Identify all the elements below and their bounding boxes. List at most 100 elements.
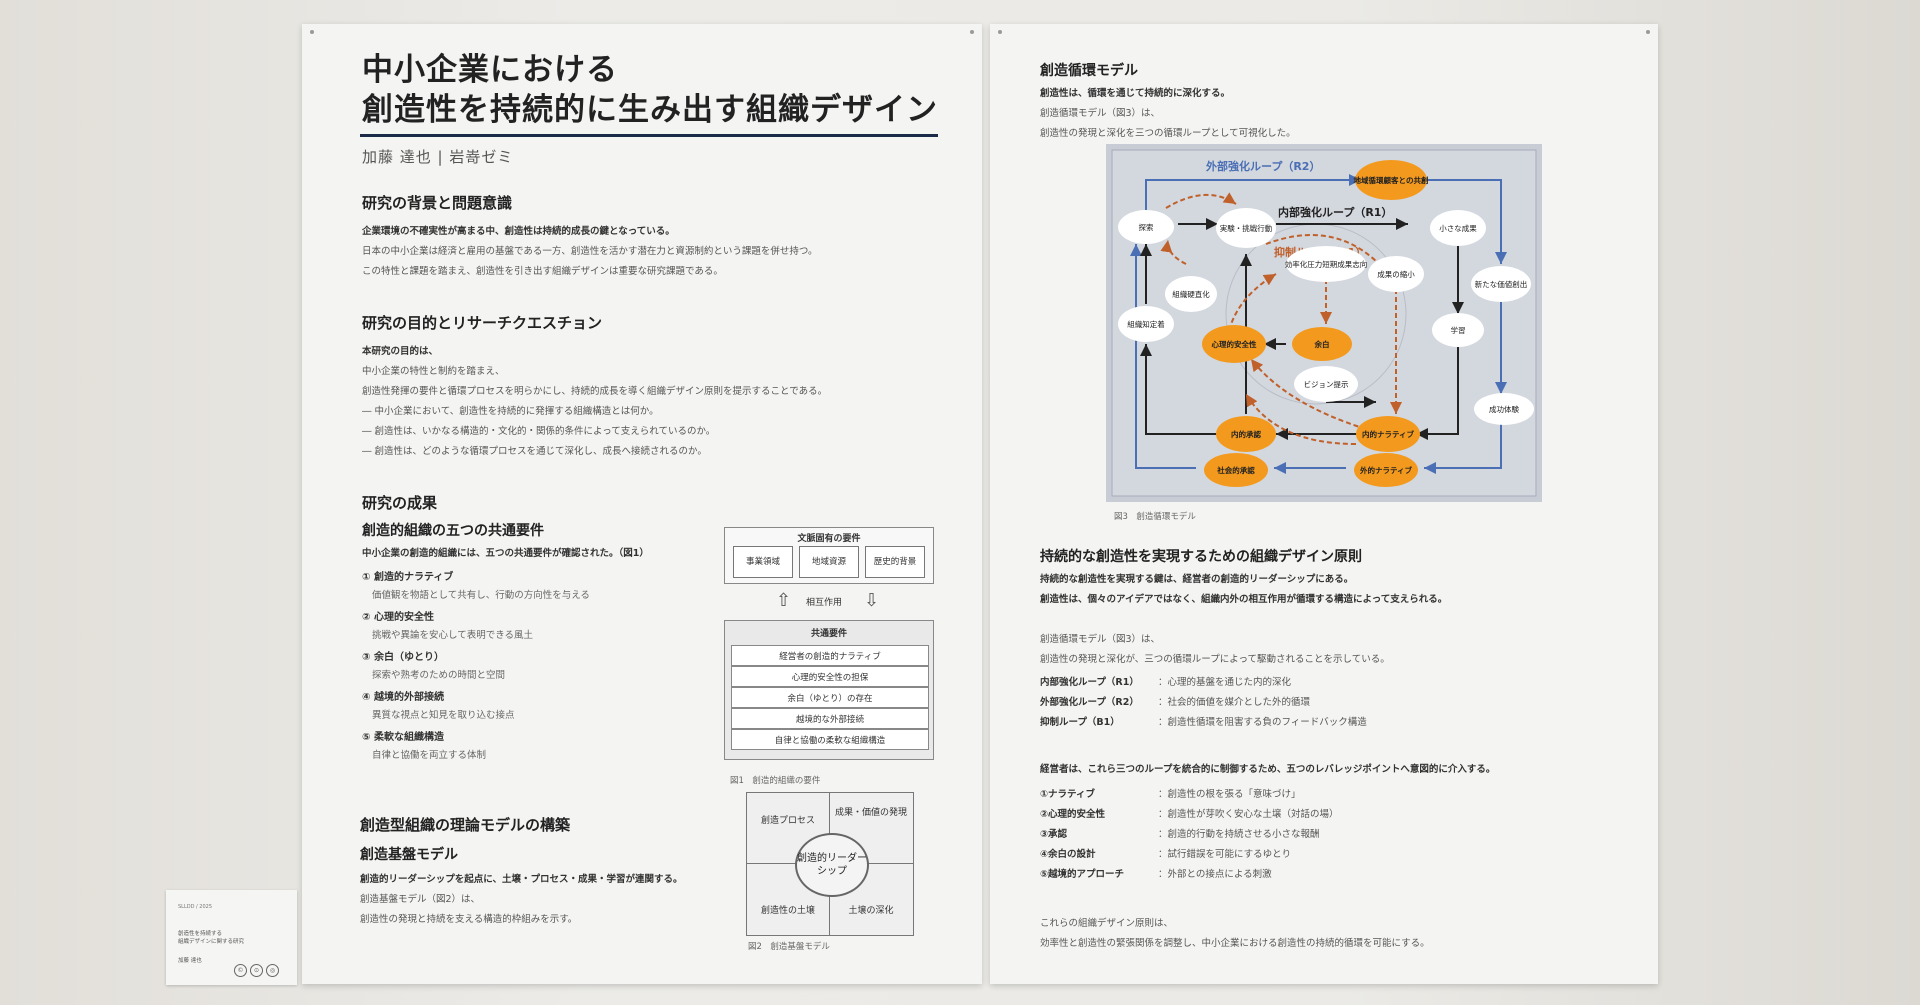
node-explore: 探索 — [1118, 210, 1174, 244]
common-requirement-row: 経営者の創造的ナラティブ — [731, 645, 929, 666]
figure-1-caption: 図1 創造的組織の要件 — [730, 776, 821, 786]
lever-row: ⑤越境的アプローチ：外部との接点による刺激 — [1040, 866, 1272, 880]
requirement-head: ④ 越境的外部接続 — [362, 692, 444, 703]
loop-key: 内部強化ループ（R1） — [1040, 677, 1139, 688]
loop-key: 外部強化ループ（R2） — [1040, 697, 1139, 708]
principles-heading: 持続的な創造性を実現するための組織デザイン原則 — [1040, 549, 1362, 565]
node-external-narrative: 外的ナラティブ — [1354, 453, 1418, 487]
quadrant-deepening: 土壌の深化 — [848, 906, 894, 916]
pin — [1646, 30, 1650, 34]
author-line: 加藤 達也 | 岩嵜ゼミ — [362, 148, 514, 166]
card-header: SLLDD / 2025 — [178, 904, 213, 910]
lever-row: ①ナラティブ：創造性の根を張る「意味づけ」 — [1040, 786, 1301, 800]
common-requirement-row: 自律と協働の柔軟な組織構造 — [731, 729, 929, 750]
cycle-diagram: 外部強化ループ（R2） 内部強化ループ（R1） 抑制ループ（B1） 探索 実験・… — [1111, 149, 1537, 497]
interaction-arrows: ⇧ 相互作用 ⇩ — [724, 584, 934, 620]
background-body: この特性と課題を踏まえ、創造性を引き出す組織デザインは重要な研究課題である。 — [362, 266, 723, 277]
cycle-heading: 創造循環モデル — [1040, 63, 1138, 79]
model-body: 創造性の発現と持続を支える構造的枠組みを示す。 — [360, 914, 578, 925]
svg-text:新たな価値創出: 新たな価値創出 — [1475, 279, 1528, 289]
principles-close: 効率性と創造性の緊張関係を調整し、中小企業における創造性の持続的循環を可能にする… — [1040, 938, 1430, 949]
requirement-desc: 異質な視点と知見を取り込む接点 — [372, 710, 515, 721]
svg-text:成果の縮小: 成果の縮小 — [1377, 269, 1415, 279]
requirement-item: ② 心理的安全性 挑戦や異論を安心して表明できる風土 — [362, 608, 533, 641]
poster-left-panel: 中小企業における 創造性を持続的に生み出す組織デザイン 加藤 達也 | 岩嵜ゼミ… — [302, 24, 982, 984]
node-trial: 実験・挑戦行動 — [1216, 208, 1276, 248]
node-small-outcome: 小さな成果 — [1430, 210, 1486, 246]
requirement-desc: 挑戦や異論を安心して表明できる風土 — [372, 630, 534, 641]
copyright-icon: © — [234, 964, 247, 977]
lever-value: ：試行錯誤を可能にするゆとり — [1158, 849, 1292, 860]
node-shrink: 成果の縮小 — [1368, 256, 1424, 292]
requirement-head: ① 創造的ナラティブ — [362, 572, 454, 583]
research-question: ― 創造性は、いかなる構造的・文化的・関係的条件によって支えられているのか。 — [362, 426, 716, 437]
svg-text:実験・挑戦行動: 実験・挑戦行動 — [1220, 223, 1273, 233]
title-line-1: 中小企業における — [362, 52, 618, 88]
requirement-item: ③ 余白（ゆとり） 探索や熟考のための時間と空間 — [362, 648, 505, 681]
node-internal-recognition: 内的承認 — [1216, 416, 1276, 452]
svg-text:小さな成果: 小さな成果 — [1439, 223, 1477, 233]
model-heading: 創造型組織の理論モデルの構築 — [360, 816, 571, 834]
node-success: 成功体験 — [1474, 393, 1534, 425]
node-vision: ビジョン提示 — [1294, 366, 1358, 402]
lever-value: ：創造的行動を持続させる小さな報酬 — [1158, 829, 1320, 840]
svg-text:余白: 余白 — [1314, 339, 1330, 349]
figure-1: 文脈固有の要件 事業領域 地域資源 歴史的背景 ⇧ 相互作用 ⇩ 共通要件 経営… — [724, 527, 934, 760]
svg-text:組織硬直化: 組織硬直化 — [1172, 289, 1210, 299]
figure-3-caption: 図3 創造循環モデル — [1114, 512, 1196, 522]
loop-row: 抑制ループ（B1）：創造性循環を阻害する負のフィードバック構造 — [1040, 714, 1367, 728]
principles-body: 創造循環モデル（図3）は、 — [1040, 634, 1161, 645]
lever-row: ②心理的安全性：創造性が芽吹く安心な土壌（対話の場） — [1040, 806, 1339, 820]
node-knowledge: 組織知定着 — [1118, 306, 1174, 342]
research-question: ― 中小企業において、創造性を持続的に発揮する組織構造とは何か。 — [362, 406, 659, 417]
requirement-desc: 探索や熟考のための時間と空間 — [372, 670, 506, 681]
circle-icon: ⊙ — [250, 964, 263, 977]
node-learn: 学習 — [1432, 313, 1484, 347]
svg-text:内的承認: 内的承認 — [1231, 429, 1261, 439]
card-title-line: 組織デザインに関する研究 — [178, 939, 245, 945]
card-author: 加藤 達也 — [178, 958, 202, 964]
cycle-body: 創造循環モデル（図3）は、 — [1040, 108, 1161, 119]
requirement-item: ① 創造的ナラティブ 価値観を物語として共有し、行動の方向性を与える — [362, 568, 590, 601]
svg-text:外的ナラティブ: 外的ナラティブ — [1360, 465, 1413, 475]
context-box: 歴史的背景 — [865, 546, 925, 578]
quadrant-process: 創造プロセス — [760, 816, 815, 826]
lever-key: ①ナラティブ — [1040, 789, 1095, 800]
lever-key: ④余白の設計 — [1040, 849, 1096, 860]
card-title-line: 創造性を持続する — [178, 931, 223, 937]
principles-body: 創造性の発現と深化が、三つの循環ループによって駆動されることを示している。 — [1040, 654, 1390, 665]
requirement-item: ④ 越境的外部接続 異質な視点と知見を取り込む接点 — [362, 688, 515, 721]
svg-text:学習: 学習 — [1451, 325, 1466, 335]
results-heading: 研究の成果 — [362, 494, 438, 512]
figure-2-caption: 図2 創造基盤モデル — [748, 942, 830, 952]
loop-value: ：創造性循環を阻害する負のフィードバック構造 — [1158, 717, 1367, 728]
purpose-body: 創造性発揮の要件と循環プロセスを明らかにし、持続的成長を導く組織デザイン原則を提… — [362, 386, 828, 397]
pin — [998, 30, 1002, 34]
purpose-lead: 本研究の目的は、 — [362, 346, 439, 357]
requirement-head: ⑤ 柔軟な組織構造 — [362, 732, 444, 743]
node-social-recognition: 社会的承認 — [1204, 453, 1268, 487]
cycle-body: 創造性の発現と深化を三つの循環ループとして可視化した。 — [1040, 128, 1296, 139]
arrow-up-icon: ⇧ — [776, 590, 792, 611]
poster-title: 中小企業における 創造性を持続的に生み出す組織デザイン — [362, 50, 938, 130]
requirement-head: ② 心理的安全性 — [362, 612, 434, 623]
quadrant-soil: 創造性の土壌 — [760, 906, 815, 916]
lever-row: ③承認：創造的行動を持続させる小さな報酬 — [1040, 826, 1320, 840]
poster-right-panel: 創造循環モデル 創造性は、循環を通じて持続的に深化する。 創造循環モデル（図3）… — [990, 24, 1658, 984]
model-body: 創造基盤モデル（図2）は、 — [360, 894, 481, 905]
background-lead: 企業環境の不確実性が高まる中、創造性は持続的成長の鍵となっている。 — [362, 226, 675, 237]
pin — [970, 30, 974, 34]
title-underline — [360, 134, 938, 137]
loop-value: ：社会的価値を媒介とした外的循環 — [1158, 697, 1311, 708]
principles-lead: 持続的な創造性を実現する鍵は、経営者の創造的リーダーシップにある。 — [1040, 574, 1354, 585]
node-pressure: 効率化圧力短期成果志向 — [1285, 246, 1368, 282]
lever-key: ②心理的安全性 — [1040, 809, 1106, 820]
svg-text:効率化圧力短期成果志向: 効率化圧力短期成果志向 — [1285, 259, 1368, 269]
lever-row: ④余白の設計 ：試行錯誤を可能にするゆとり — [1040, 846, 1291, 860]
requirement-item: ⑤ 柔軟な組織構造 自律と協働を両立する体制 — [362, 728, 486, 761]
leadership-circle: 創造的リーダーシップ — [795, 833, 869, 897]
node-regional: 地域循環顧客との共創 — [1354, 160, 1428, 200]
results-subheading: 創造的組織の五つの共通要件 — [362, 523, 544, 539]
lever-value: ：外部との接点による刺激 — [1158, 869, 1272, 880]
principles-close: これらの組織デザイン原則は、 — [1040, 918, 1174, 929]
